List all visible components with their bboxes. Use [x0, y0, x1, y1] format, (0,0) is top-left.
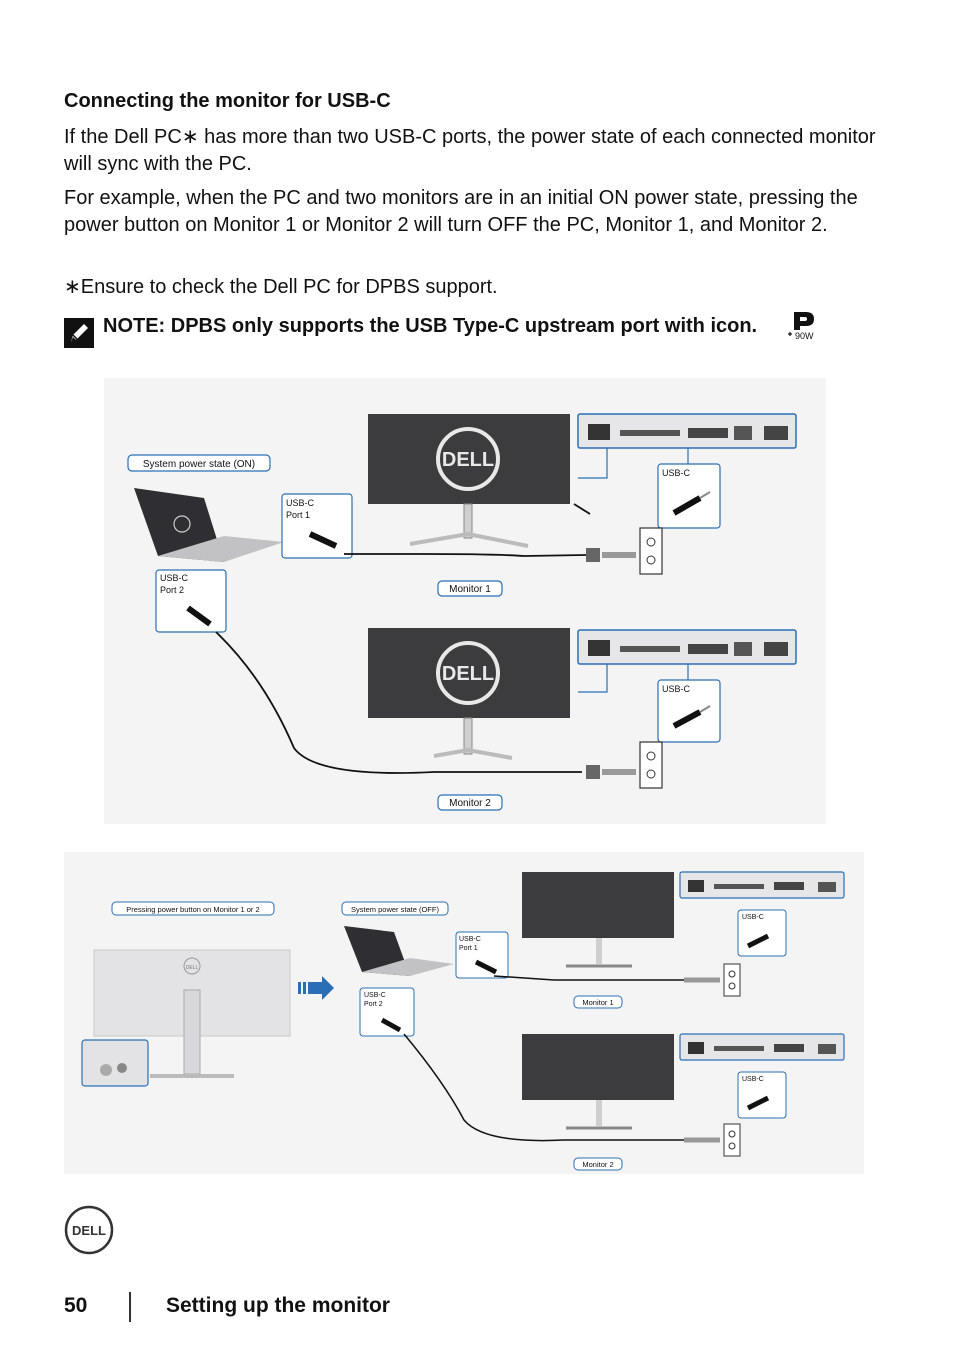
- monitor-1-off-label: Monitor 1: [582, 998, 613, 1007]
- system-state-on-text: System power state (ON): [143, 459, 255, 470]
- port-2-callout-off: USB-C Port 2: [359, 987, 415, 1037]
- arrow-right-icon: [298, 976, 334, 1000]
- monitor-1-off-rear-panel: [679, 871, 845, 899]
- dp-90w-label: 90W: [795, 331, 814, 341]
- power-outlet-2-off: [684, 1123, 741, 1157]
- port-1-callout: USB-C Port 1: [281, 493, 353, 559]
- monitor-1-label: Monitor 1: [449, 584, 491, 595]
- section-heading: Connecting the monitor for USB-C: [64, 90, 391, 112]
- monitor-2-off-usbc-label: USB-C: [742, 1076, 764, 1083]
- monitor-1-rear-panel: [577, 413, 797, 479]
- monitor-2-illustration: DELL: [368, 628, 570, 760]
- port-2-number-label: Port 2: [160, 585, 184, 595]
- port-1-usbc-label: USB-C: [286, 498, 315, 508]
- monitor-1-off-usbc-label: USB-C: [742, 914, 764, 921]
- footer-section-title: Setting up the monitor: [166, 1294, 390, 1317]
- note-text: NOTE: DPBS only supports the USB Type-C …: [103, 315, 758, 337]
- power-outlet-2: [586, 741, 663, 789]
- paragraph-example: For example, when the PC and two monitor…: [64, 187, 858, 236]
- port-1-number-label: Port 1: [286, 510, 310, 520]
- monitor-2-off-illustration: [522, 1034, 674, 1130]
- page-number: 50: [64, 1294, 88, 1317]
- system-state-on-badge: System power state (ON): [127, 454, 271, 472]
- monitor-1-off-badge: Monitor 1: [573, 995, 623, 1009]
- monitor-2-rear-panel: [577, 629, 797, 693]
- diagram-power-on: DELL USB-C System power state (ON): [104, 378, 826, 824]
- port-2-usbc-label: USB-C: [160, 573, 189, 583]
- monitor-2-usbc-callout: USB-C: [657, 679, 721, 743]
- pencil-note-icon: [64, 318, 94, 348]
- footer-divider: [129, 1292, 131, 1322]
- monitor-1-off-usbc-callout: USB-C: [737, 909, 787, 957]
- footer-logo-text: DELL: [72, 1223, 106, 1238]
- monitor-1-dell-logo: DELL: [442, 449, 494, 471]
- diagram-power-off: Pressing power button on Monitor 1 or 2 …: [64, 852, 864, 1174]
- pressing-power-text: Pressing power button on Monitor 1 or 2: [126, 905, 259, 914]
- port-2-number-label-off: Port 2: [364, 1001, 383, 1008]
- system-state-off-badge: System power state (OFF): [341, 901, 449, 916]
- pressing-power-badge: Pressing power button on Monitor 1 or 2: [111, 901, 275, 916]
- monitor-2-badge: Monitor 2: [437, 794, 503, 811]
- monitor-2-off-usbc-callout: USB-C: [737, 1071, 787, 1119]
- system-state-off-text: System power state (OFF): [351, 905, 439, 914]
- paragraph-usbc-sync: If the Dell PC∗ has more than two USB-C …: [64, 126, 876, 175]
- monitor-1-off-illustration: [522, 872, 674, 968]
- dell-logo-icon: DELL: [64, 1205, 114, 1255]
- port-2-usbc-label-off: USB-C: [364, 992, 386, 999]
- power-button-callout: [81, 1039, 149, 1087]
- monitor-1-usbc-callout: USB-C: [657, 463, 721, 529]
- monitor-2-off-label: Monitor 2: [582, 1160, 613, 1169]
- monitor-2-off-rear-panel: [679, 1033, 845, 1061]
- monitor-2-dell-logo: DELL: [442, 663, 494, 685]
- monitor-1-usbc-label: USB-C: [662, 468, 691, 478]
- paragraph-dpbs-footnote: ∗Ensure to check the Dell PC for DPBS su…: [64, 276, 498, 298]
- monitor-2-label: Monitor 2: [449, 798, 491, 809]
- displayport-90w-icon: 90W: [788, 312, 814, 341]
- power-outlet-1: [586, 527, 663, 575]
- port-1-number-label-off: Port 1: [459, 945, 478, 952]
- monitor-1-badge: Monitor 1: [437, 580, 503, 597]
- port-1-callout-off: USB-C Port 1: [455, 931, 509, 979]
- port-1-usbc-label-off: USB-C: [459, 936, 481, 943]
- rear-dell-logo: DELL: [186, 965, 199, 971]
- monitor-2-off-badge: Monitor 2: [573, 1157, 623, 1171]
- monitor-rear-view: DELL: [93, 949, 291, 1078]
- laptop-illustration-off: [344, 926, 454, 976]
- monitor-1-illustration: DELL: [368, 414, 570, 548]
- port-2-callout: USB-C Port 2: [155, 569, 227, 633]
- monitor-2-usbc-label: USB-C: [662, 684, 691, 694]
- laptop-illustration: [134, 488, 284, 562]
- power-outlet-1-off: [684, 963, 741, 997]
